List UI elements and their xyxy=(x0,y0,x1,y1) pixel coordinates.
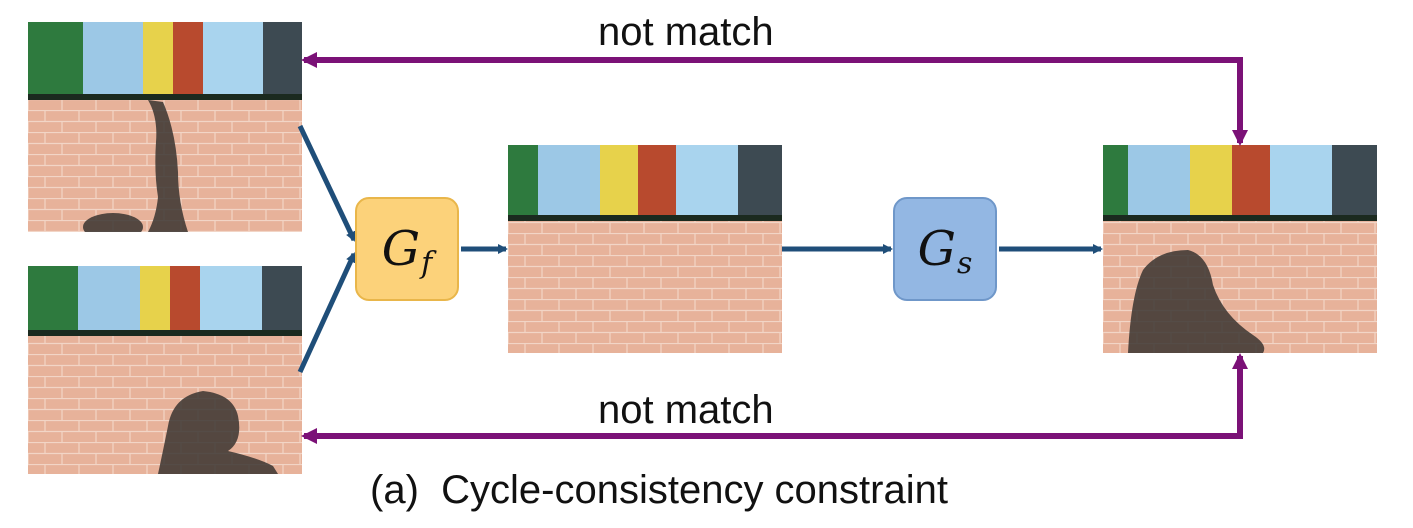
mismatch-arrow-top xyxy=(301,52,1243,143)
generator-gf-symbol: G xyxy=(381,221,421,277)
not-match-label-bottom: not match xyxy=(598,388,774,432)
shadow-free-image xyxy=(508,145,782,353)
figure-caption: (a) Cycle-consistency constraint xyxy=(370,468,948,512)
arrow-input1-to-gf xyxy=(297,124,357,242)
arrow-input2-to-gf xyxy=(297,252,357,374)
not-match-label-top: not match xyxy=(598,10,774,54)
generator-gs-subscript: s xyxy=(956,245,973,281)
generator-gs-symbol: G xyxy=(917,221,956,277)
generator-gf-subscript: f xyxy=(421,245,433,281)
shadow-image-input-1 xyxy=(28,22,302,232)
shadow-image-output xyxy=(1103,145,1377,353)
shadow-image-input-2 xyxy=(28,266,302,474)
